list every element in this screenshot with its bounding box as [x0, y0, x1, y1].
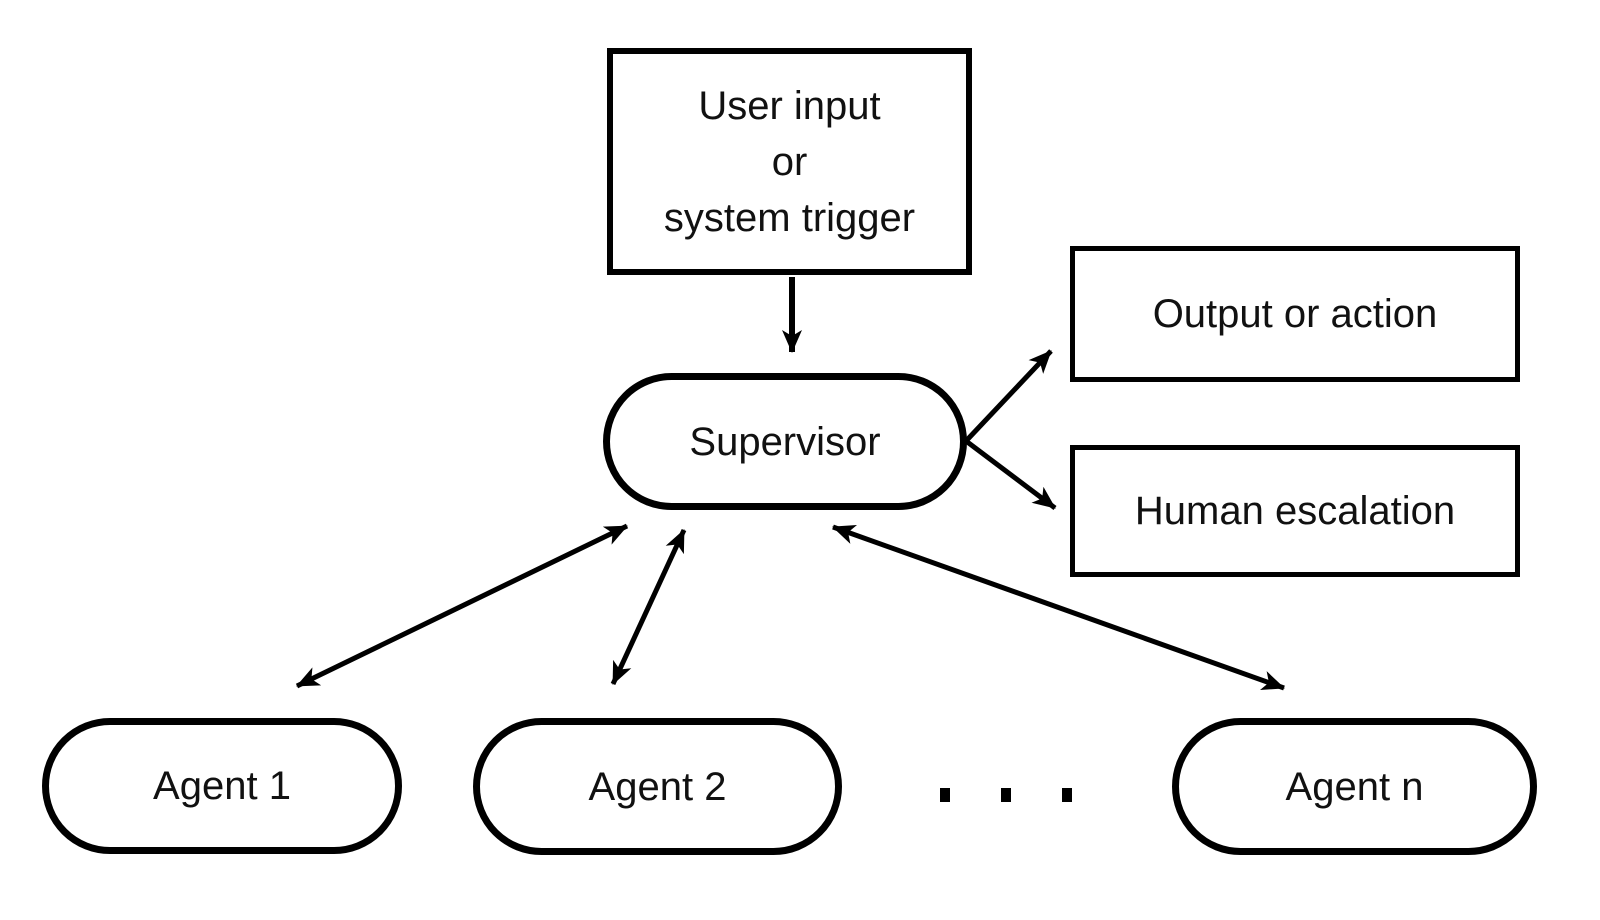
node-user-input-or-system-trigger: User input or system trigger — [607, 48, 972, 275]
human-escalation-label: Human escalation — [1134, 489, 1456, 533]
agent-1-label: Agent 1 — [153, 764, 291, 808]
node-human-escalation: Human escalation — [1070, 445, 1520, 577]
arrow-supervisor-to-output — [964, 349, 1053, 443]
node-output-or-action: Output or action — [1070, 246, 1520, 382]
supervisor-label: Supervisor — [689, 419, 881, 464]
trigger-label-line2: or — [771, 139, 808, 184]
arrow-supervisor-agent2 — [610, 528, 687, 686]
output-or-action-label: Output or action — [1152, 292, 1438, 336]
agent-2-label: Agent 2 — [588, 764, 727, 809]
node-agent-2: Agent 2 — [473, 718, 842, 855]
node-agent-1: Agent 1 — [42, 718, 402, 854]
ellipsis — [940, 788, 1072, 802]
agent-n-label: Agent n — [1285, 764, 1424, 809]
ellipsis-dot — [1001, 788, 1011, 802]
node-label: User input or system trigger — [664, 78, 915, 246]
ellipsis-dot — [940, 788, 950, 802]
node-agent-n: Agent n — [1172, 718, 1537, 855]
node-supervisor: Supervisor — [603, 373, 967, 510]
ellipsis-dot — [1062, 788, 1072, 802]
trigger-label-line3: system trigger — [663, 195, 916, 240]
arrow-supervisor-agent1 — [295, 523, 629, 689]
arrow-supervisor-to-escalation — [964, 439, 1057, 510]
trigger-label-line1: User input — [698, 83, 881, 128]
